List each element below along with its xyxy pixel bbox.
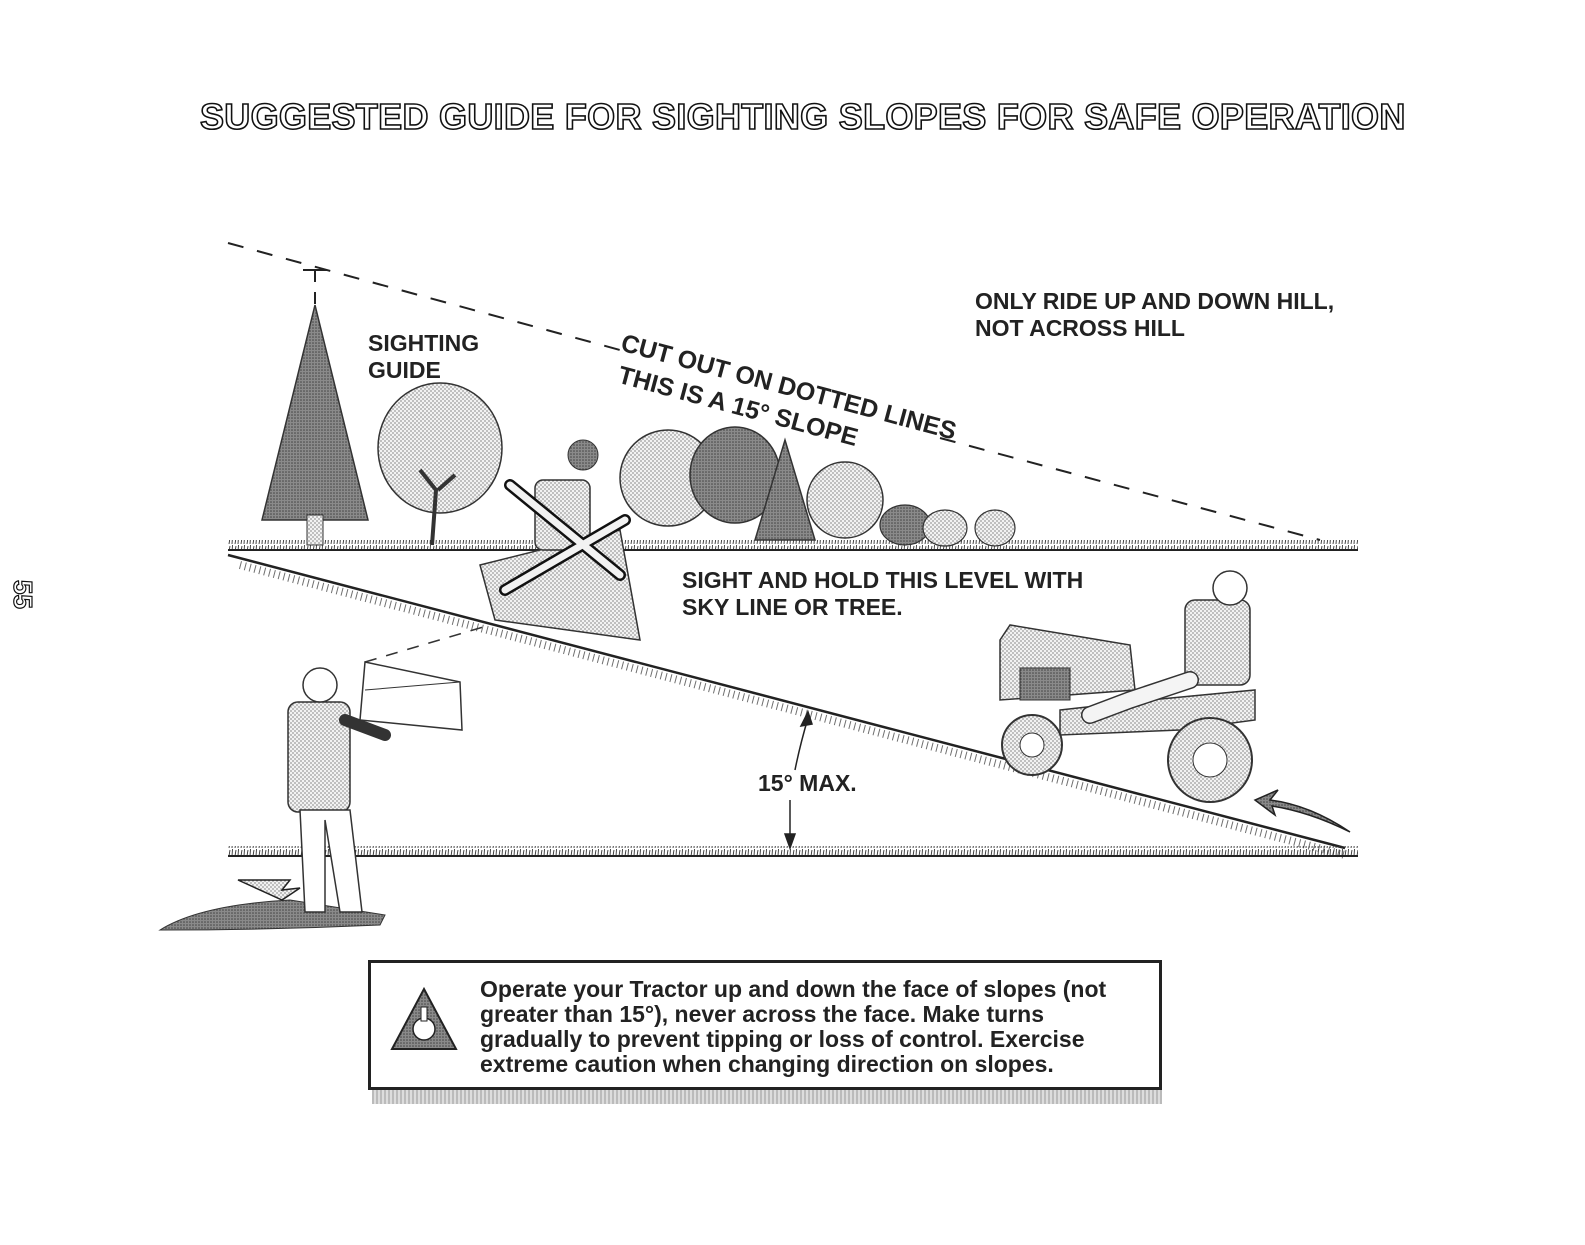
warning-box-shadow xyxy=(372,1090,1162,1104)
warning-text: Operate your Tractor up and down the fac… xyxy=(480,977,1150,1077)
uphill-direction-arrow-icon xyxy=(1255,790,1350,832)
sight-hold-label: SIGHT AND HOLD THIS LEVEL WITH SKY LINE … xyxy=(682,567,1083,621)
person-holding-guide-icon xyxy=(160,625,490,930)
tree-group-icon xyxy=(620,427,1015,546)
base-ground-line xyxy=(228,846,1358,856)
tall-pine-tree-icon xyxy=(262,305,368,545)
round-tree-icon xyxy=(378,383,502,545)
page-number: 55 xyxy=(7,580,38,609)
max-angle-label: 15° MAX. xyxy=(758,770,857,797)
level-ground-line xyxy=(228,540,1358,550)
ride-rule-label: ONLY RIDE UP AND DOWN HILL, NOT ACROSS H… xyxy=(975,288,1334,342)
sighting-guide-label: SIGHTING GUIDE xyxy=(368,330,479,384)
warning-triangle-icon xyxy=(388,985,460,1053)
